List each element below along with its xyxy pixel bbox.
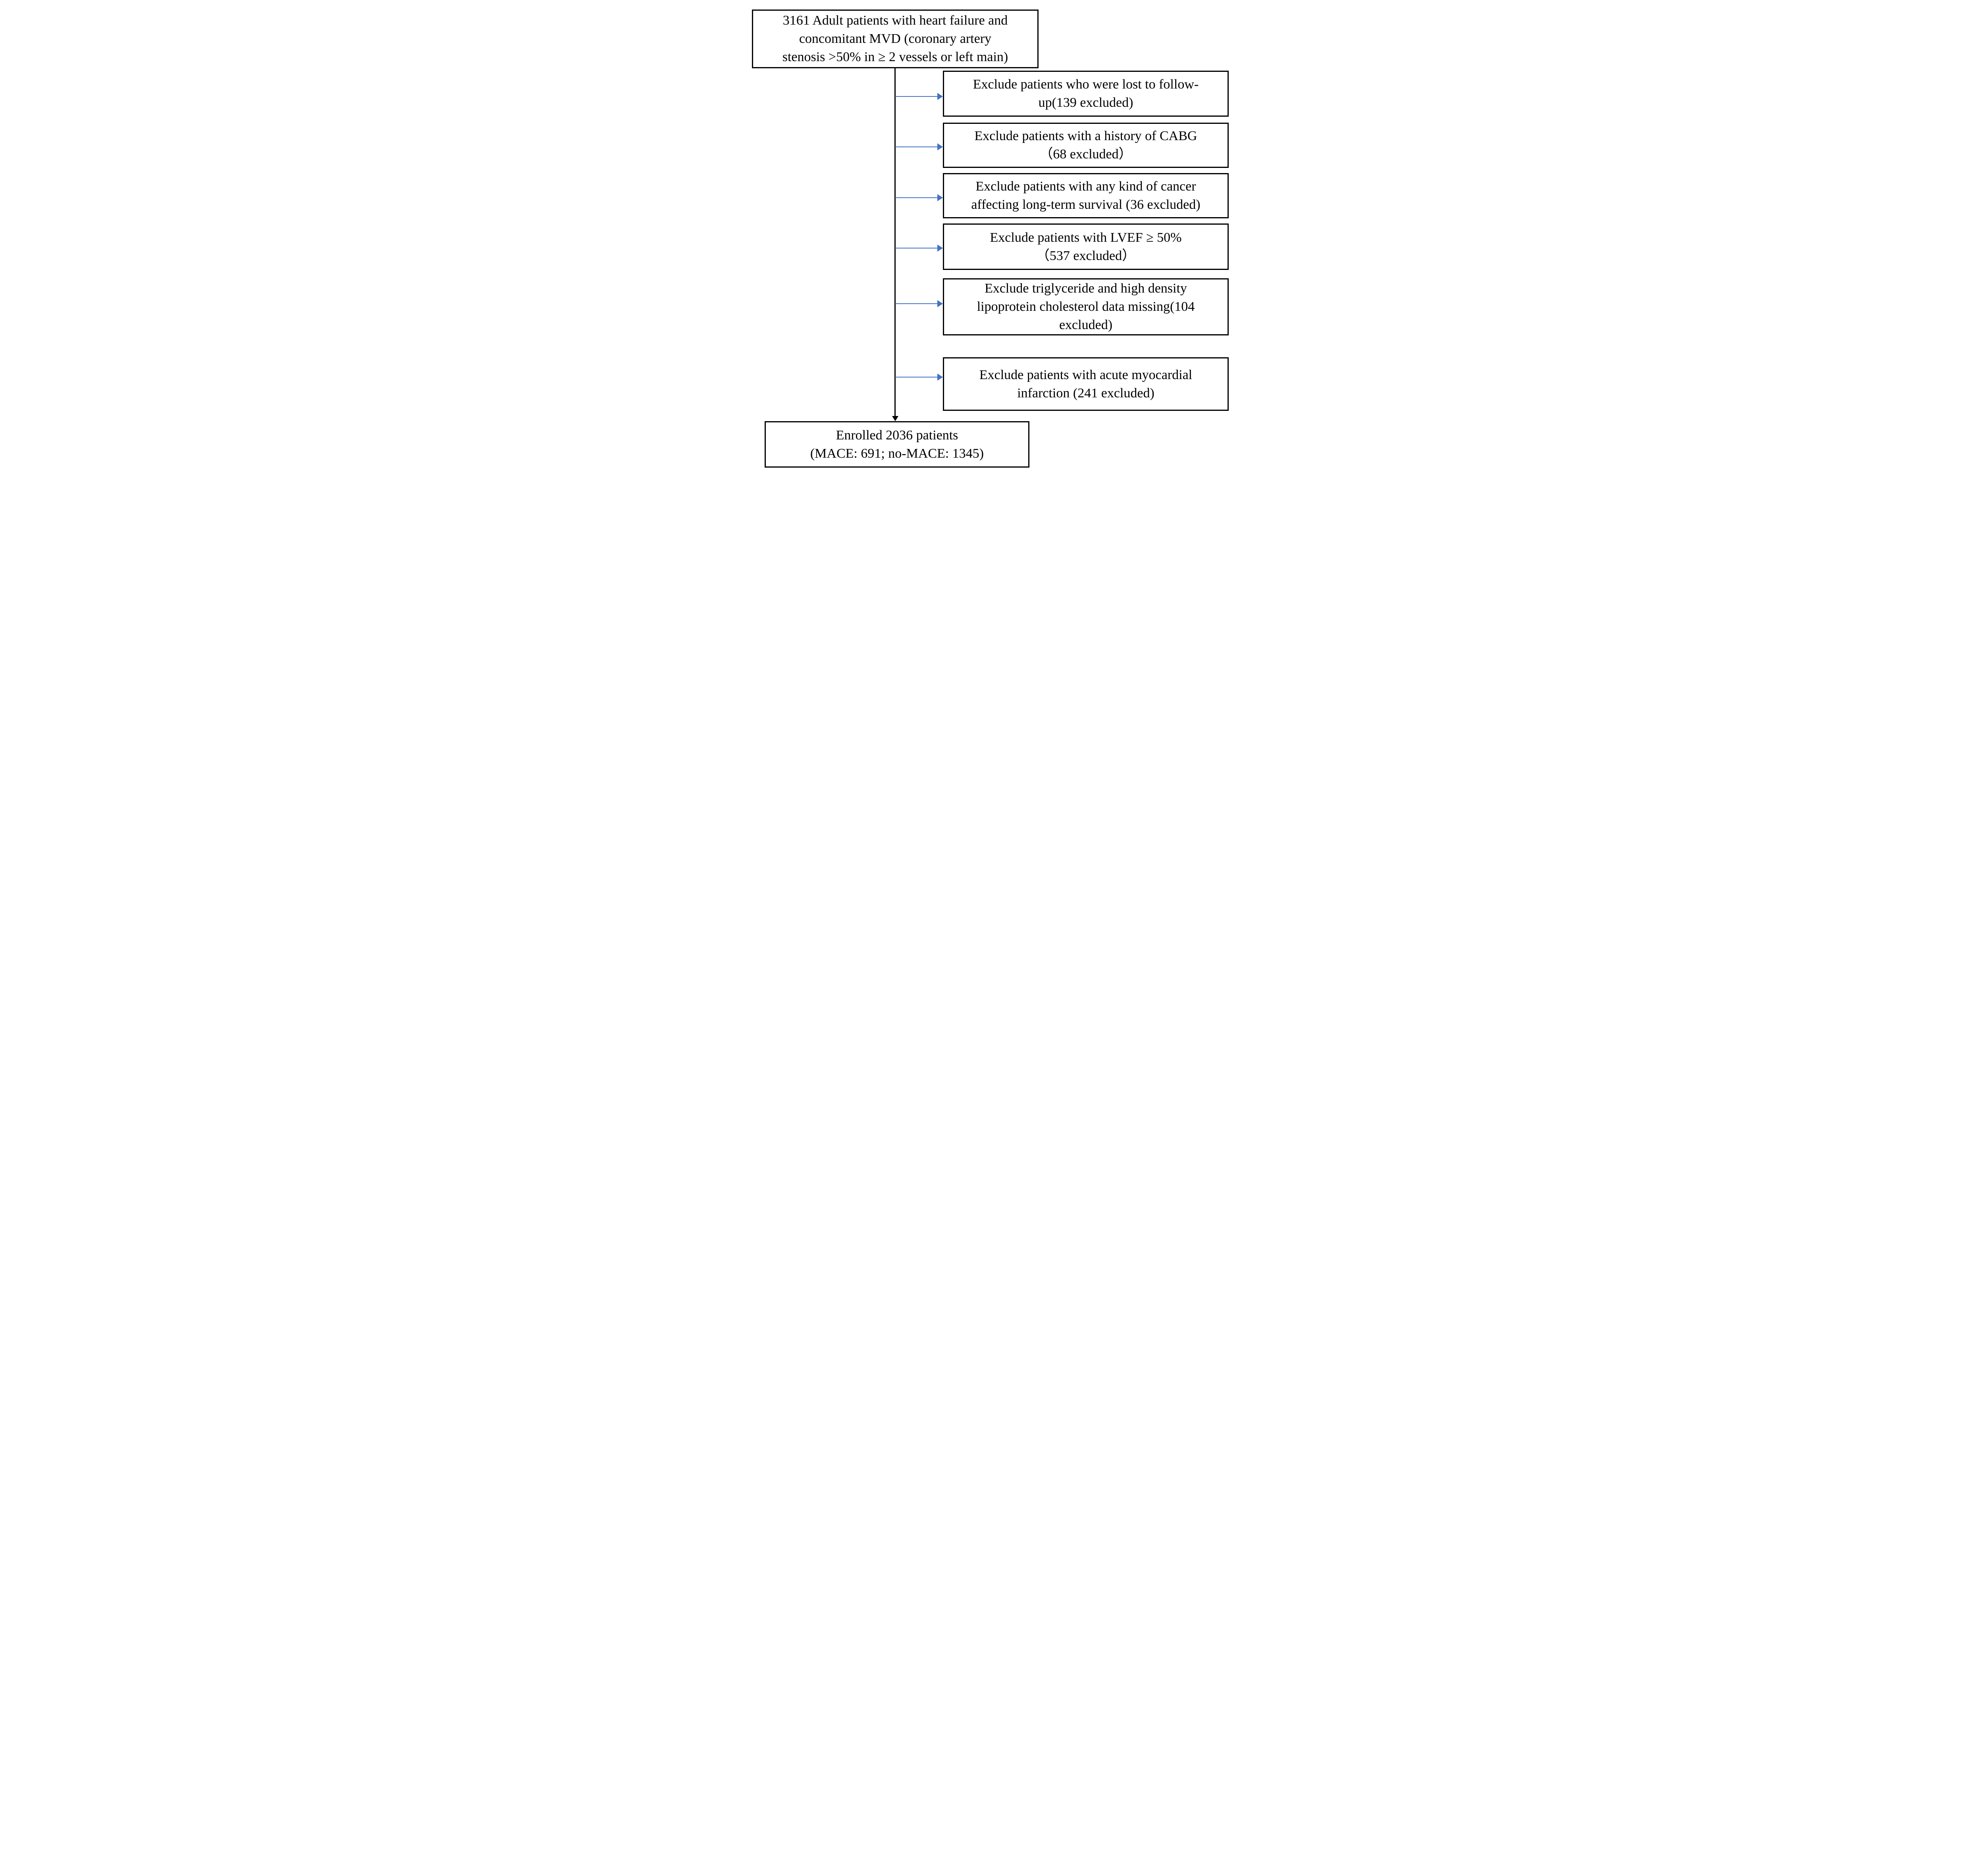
end-box: Enrolled 2036 patients (MACE: 691; no-MA… xyxy=(765,421,1029,468)
branch-arrow-line xyxy=(895,146,937,147)
right-arrowhead-icon xyxy=(937,374,943,381)
exclusion-box-1: Exclude patients who were lost to follow… xyxy=(943,71,1229,117)
start-box: 3161 Adult patients with heart failure a… xyxy=(752,10,1039,68)
end-box-text: Enrolled 2036 patients (MACE: 691; no-MA… xyxy=(810,428,984,461)
exclusion-box-3-text: Exclude patients with any kind of cancer… xyxy=(971,179,1201,212)
exclusion-box-2: Exclude patients with a history of CABG … xyxy=(943,123,1229,168)
start-box-text: 3161 Adult patients with heart failure a… xyxy=(782,13,1008,64)
exclusion-box-5: Exclude triglyceride and high density li… xyxy=(943,278,1229,335)
down-arrowhead-icon xyxy=(892,416,898,421)
exclusion-box-6: Exclude patients with acute myocardial i… xyxy=(943,357,1229,411)
right-arrowhead-icon xyxy=(937,194,943,201)
exclusion-box-4-text: Exclude patients with LVEF ≥ 50% （537 ex… xyxy=(990,230,1182,263)
right-arrowhead-icon xyxy=(937,245,943,252)
right-arrowhead-icon xyxy=(937,93,943,100)
right-arrowhead-icon xyxy=(937,143,943,150)
branch-arrow-line xyxy=(895,303,937,304)
exclusion-box-2-text: Exclude patients with a history of CABG … xyxy=(974,129,1197,162)
right-arrowhead-icon xyxy=(937,300,943,307)
exclusion-box-4: Exclude patients with LVEF ≥ 50% （537 ex… xyxy=(943,223,1229,270)
main-flow-line xyxy=(894,68,896,416)
exclusion-box-1-text: Exclude patients who were lost to follow… xyxy=(973,77,1199,110)
exclusion-box-3: Exclude patients with any kind of cancer… xyxy=(943,173,1229,218)
exclusion-box-5-text: Exclude triglyceride and high density li… xyxy=(977,281,1195,332)
branch-arrow-line xyxy=(895,96,937,97)
branch-arrow-line xyxy=(895,377,937,378)
patient-flow-diagram: 3161 Adult patients with heart failure a… xyxy=(744,0,1241,469)
branch-arrow-line xyxy=(895,197,937,198)
exclusion-box-6-text: Exclude patients with acute myocardial i… xyxy=(979,367,1193,401)
